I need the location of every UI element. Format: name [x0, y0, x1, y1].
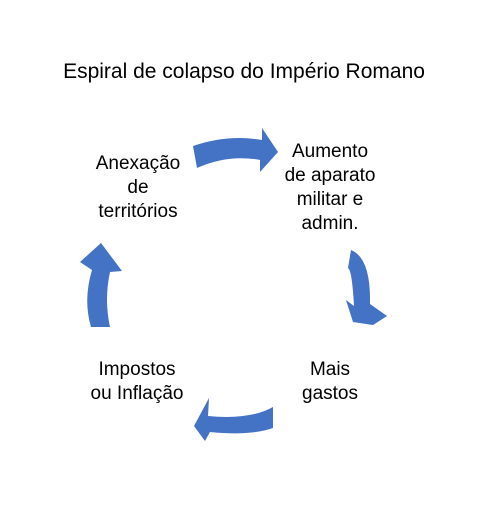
arrow-bottom [194, 398, 273, 441]
node-line: Anexação [95, 153, 181, 174]
node-impostos: Impostos ou Inflação [72, 358, 202, 406]
node-line: gastos [302, 383, 358, 404]
node-line: de [127, 177, 149, 198]
node-line: territórios [98, 201, 178, 222]
arrow-right [346, 250, 387, 325]
node-line: militar e [296, 189, 364, 210]
node-line: Impostos [98, 359, 176, 380]
node-line: Aumento [291, 141, 369, 162]
node-aumento: Aumento de aparato militar e admin. [270, 140, 390, 236]
diagram-title: Espiral de colapso do Império Romano [63, 60, 425, 83]
node-line: ou Inflação [90, 383, 184, 404]
node-anexacao: Anexação de territórios [78, 152, 198, 224]
arrow-left [80, 243, 122, 327]
node-mais-gastos: Mais gastos [270, 358, 390, 406]
node-line: de aparato [284, 165, 376, 186]
node-line: admin. [301, 213, 359, 234]
node-line: Mais [309, 359, 351, 380]
arrow-top [193, 128, 278, 172]
